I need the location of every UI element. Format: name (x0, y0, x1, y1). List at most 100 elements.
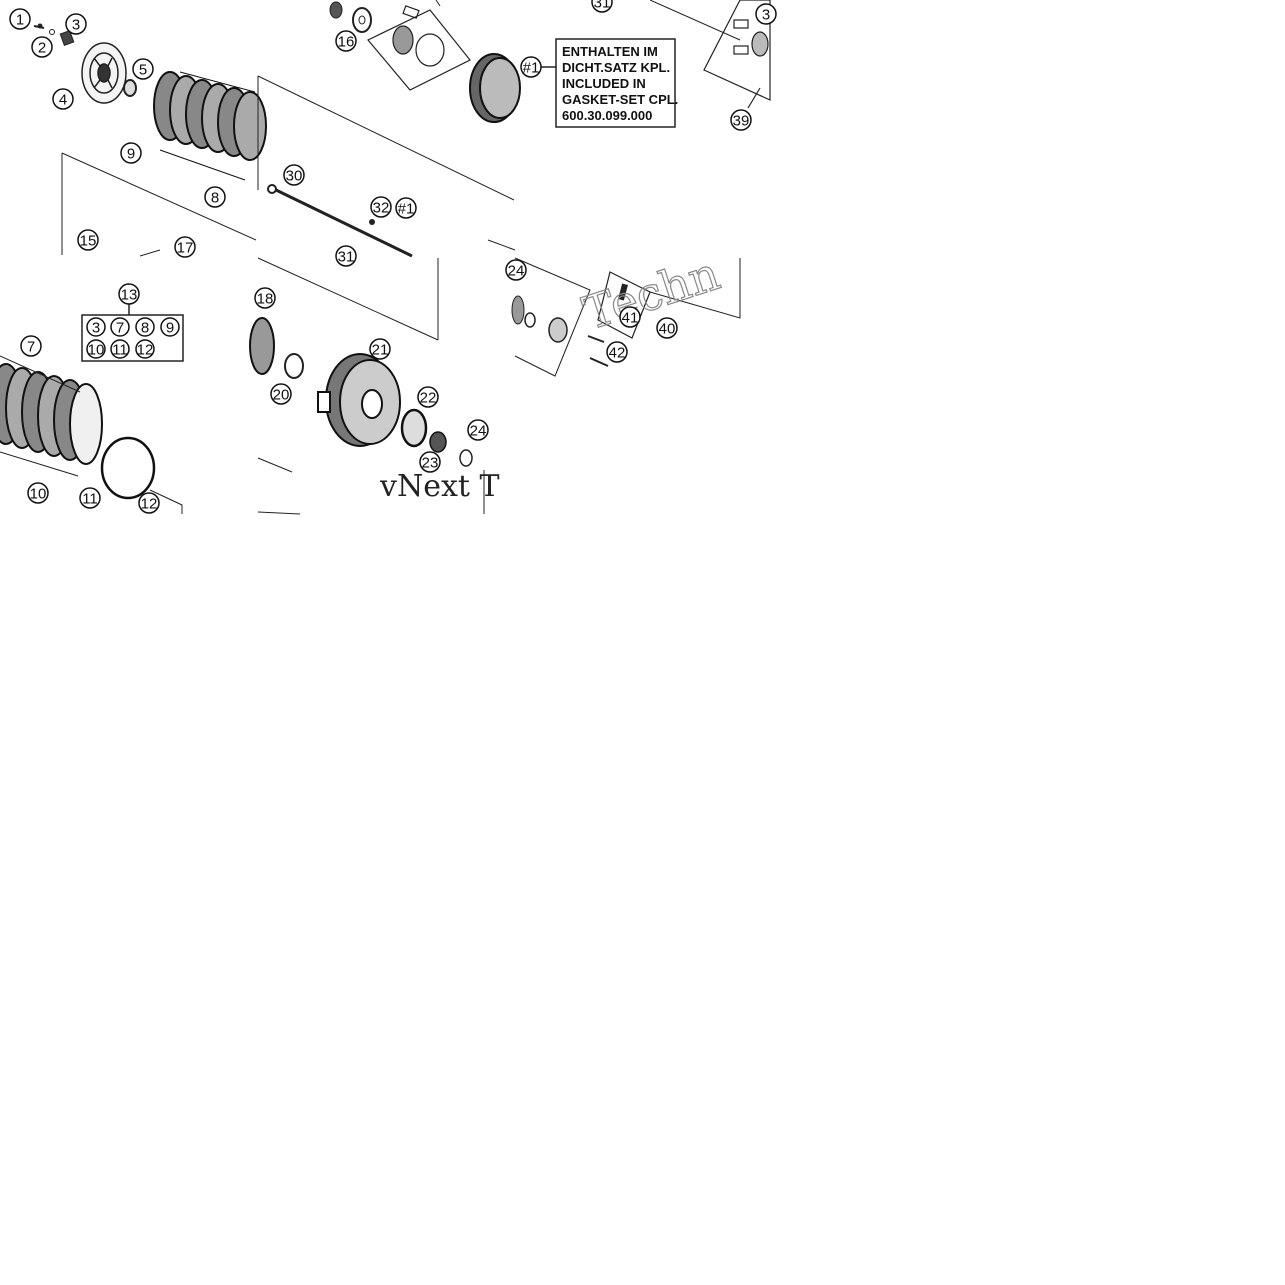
callout-label: 31 (594, 0, 611, 12)
callout-label: 4 (59, 92, 67, 109)
callout-label: 24 (508, 263, 525, 280)
callout-circle (370, 196, 392, 218)
callout-p24b: 24 (505, 259, 527, 281)
callout-p13: 13 (118, 283, 140, 305)
callout-circle (79, 487, 101, 509)
callout-circle (755, 3, 777, 25)
callout-p11: 11 (79, 487, 101, 509)
callout-p12: 12 (138, 492, 160, 514)
callout-circle (65, 13, 87, 35)
clutch-basket-drawing (317, 353, 401, 447)
clutch-plate-stack-lower-drawing (0, 363, 103, 465)
kit-item-circle (160, 317, 180, 337)
callout-label: 24 (470, 423, 487, 440)
callout-circle (606, 341, 628, 363)
callout-label: 3 (762, 7, 770, 24)
callout-pm2: #1 (520, 56, 542, 78)
callout-circle (656, 317, 678, 339)
callout-label: 9 (127, 146, 135, 163)
callout-p24a: 24 (467, 419, 489, 441)
callout-circle (619, 306, 641, 328)
callout-label: 2 (38, 40, 46, 57)
o-ring-drawing (100, 436, 156, 500)
note-line-4: GASKET-SET CPL. (562, 92, 678, 107)
callout-p21: 21 (369, 338, 391, 360)
callout-pm1: #1 (395, 197, 417, 219)
callout-circle (419, 451, 441, 473)
callout-p31b: 31 (591, 0, 613, 13)
callout-p22: 22 (417, 386, 439, 408)
callout-label: 22 (420, 390, 437, 407)
kit-13-item: 9 (160, 317, 180, 337)
kit-item-circle (110, 317, 130, 337)
callout-label: 10 (30, 486, 47, 503)
callout-circle (132, 58, 154, 80)
callout-circle (9, 8, 31, 30)
gear-wheel-drawing (469, 53, 521, 123)
callout-label: 3 (72, 17, 80, 34)
callout-label: 23 (422, 455, 439, 472)
callout-circle (174, 236, 196, 258)
callout-p10: 10 (27, 482, 49, 504)
kit-item-label: 3 (92, 320, 100, 337)
callout-p42: 42 (606, 341, 628, 363)
callout-circle (254, 287, 276, 309)
callout-circle (417, 386, 439, 408)
callout-label: 8 (211, 190, 219, 207)
note-line-2: DICHT.SATZ KPL. (562, 60, 670, 75)
callout-label: 11 (82, 491, 98, 508)
callout-circle (369, 338, 391, 360)
callout-p1: 1 (9, 8, 31, 30)
breather-group-frame (597, 271, 651, 339)
callout-circle (467, 419, 489, 441)
callout-p2: 2 (31, 36, 53, 58)
clutch-plate-stack-drawing (153, 71, 267, 161)
kit-item-circle (86, 317, 106, 337)
kit-item-circle (135, 317, 155, 337)
callout-p16: 16 (335, 30, 357, 52)
sensor-group-frame (703, 0, 771, 101)
callout-label: 1 (16, 12, 24, 29)
callout-circle (270, 383, 292, 405)
callout-circle (591, 0, 613, 13)
callout-label: 13 (121, 287, 138, 304)
watermark-techn: Techn (577, 246, 726, 340)
kit-item-label: 9 (166, 320, 174, 337)
watermark-vnext: vNext T (379, 469, 499, 504)
kit-item-label: 12 (137, 342, 154, 359)
thrust-washer-drawing (284, 353, 304, 379)
tile-top-middle (257, 0, 521, 260)
callout-p3: 3 (65, 13, 87, 35)
gasket-set-note-box (555, 38, 676, 128)
spring-and-screw-drawing (33, 23, 75, 46)
callout-circle (505, 259, 527, 281)
kit-item-circle (135, 339, 155, 359)
callout-p31a: 31 (335, 245, 357, 267)
bearing-drawing (123, 79, 137, 97)
kit-13-item: 7 (110, 317, 130, 337)
callout-circle (52, 88, 74, 110)
callout-p20: 20 (270, 383, 292, 405)
callout-label: 18 (257, 291, 274, 308)
kickstart-gear-box (367, 5, 471, 91)
plate-leader-box (159, 71, 256, 181)
kit-13-item: 8 (135, 317, 155, 337)
pressure-plate-drawing (81, 42, 127, 104)
kit-item-label: 7 (116, 320, 124, 337)
nut-drawing (329, 1, 343, 19)
callout-p40: 40 (656, 317, 678, 339)
callout-label: 42 (609, 345, 626, 362)
kit-13-item: 11 (110, 339, 130, 359)
callout-p8: 8 (204, 186, 226, 208)
callout-label: 7 (27, 339, 35, 356)
washer-drawing (352, 7, 372, 33)
callout-label: #1 (523, 60, 540, 77)
kit-item-circle (110, 339, 130, 359)
callout-label: 31 (338, 249, 355, 266)
callout-p18: 18 (254, 287, 276, 309)
callout-circle (118, 283, 140, 305)
callout-p3c: 3 (755, 3, 777, 25)
callout-p17: 17 (174, 236, 196, 258)
note-line-5: 600.30.099.000 (562, 108, 652, 123)
